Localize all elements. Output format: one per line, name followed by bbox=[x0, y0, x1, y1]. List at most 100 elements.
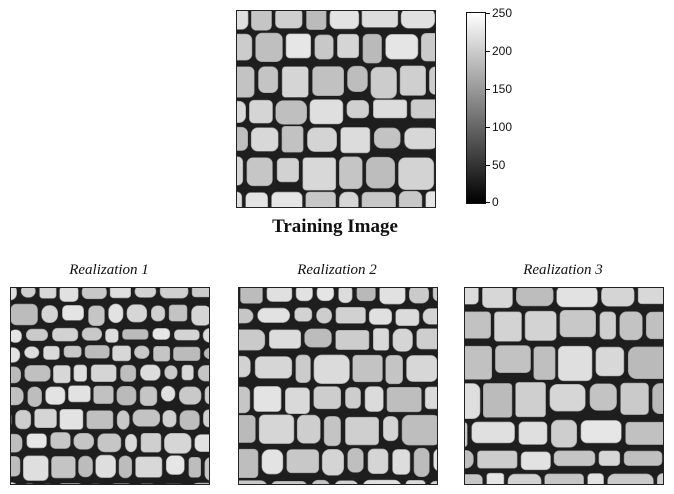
colorbar-tick-label: 0 bbox=[492, 195, 499, 209]
stone-texture-cell bbox=[356, 288, 376, 302]
realization-3-image bbox=[464, 287, 664, 485]
stone-texture-cell bbox=[239, 448, 259, 479]
stone-texture-cell bbox=[285, 33, 312, 59]
stone-texture-cell bbox=[589, 383, 617, 411]
stone-texture-cell bbox=[372, 328, 390, 351]
stone-texture-cell bbox=[549, 383, 586, 412]
stone-texture-cell bbox=[553, 450, 596, 467]
stone-texture-cell bbox=[656, 473, 663, 484]
stone-texture-cell bbox=[482, 288, 513, 309]
stone-texture-cell bbox=[385, 34, 419, 60]
stone-texture-cell bbox=[398, 190, 423, 207]
stone-texture-cell bbox=[429, 66, 435, 95]
stone-texture-cell bbox=[316, 288, 335, 302]
stone-texture-cell bbox=[52, 327, 79, 342]
stone-texture-cell bbox=[162, 410, 177, 428]
stone-texture-cell bbox=[373, 99, 408, 119]
stone-texture-cell bbox=[239, 355, 251, 378]
stone-texture-cell bbox=[266, 288, 293, 302]
stone-texture-cell bbox=[78, 455, 93, 478]
stone-texture-cell bbox=[86, 410, 114, 430]
stone-texture-cell bbox=[335, 307, 366, 324]
stone-texture-cell bbox=[323, 416, 341, 447]
stone-texture-cell bbox=[50, 432, 71, 449]
stone-texture-cell bbox=[179, 386, 202, 405]
stone-texture-cell bbox=[93, 385, 114, 404]
stone-texture-cell bbox=[281, 126, 304, 153]
stone-texture-cell bbox=[173, 346, 201, 361]
colorbar-tick bbox=[485, 165, 490, 166]
stone-texture-cell bbox=[139, 386, 158, 406]
stone-texture-cell bbox=[251, 11, 272, 31]
stone-texture-cell bbox=[257, 307, 291, 323]
stone-texture-cell bbox=[311, 479, 330, 484]
stone-texture-cell bbox=[619, 311, 643, 341]
stone-texture-cell bbox=[515, 382, 546, 418]
stone-texture-cell bbox=[134, 288, 157, 298]
stone-texture-cell bbox=[620, 382, 649, 415]
stone-texture-cell bbox=[363, 479, 401, 484]
stone-texture-cell bbox=[73, 432, 95, 450]
stone-texture-cell bbox=[520, 451, 551, 471]
stone-texture-cell bbox=[11, 482, 17, 484]
stone-texture-cell bbox=[398, 157, 435, 190]
stone-texture-cell bbox=[249, 99, 273, 124]
colorbar-tick bbox=[485, 202, 490, 203]
stone-texture-cell bbox=[27, 386, 42, 407]
stone-texture-cell bbox=[627, 346, 663, 379]
colorbar-tick bbox=[485, 13, 490, 14]
stone-texture-cell bbox=[73, 364, 88, 382]
stone-texture-cell bbox=[90, 364, 117, 382]
stone-texture-cell bbox=[471, 421, 515, 444]
stone-texture-cell bbox=[135, 456, 163, 478]
stone-texture-cell bbox=[483, 383, 513, 418]
stone-texture-cell bbox=[275, 11, 303, 29]
stone-texture-cell bbox=[203, 347, 209, 360]
stone-texture-cell bbox=[306, 11, 327, 30]
colorbar-gradient bbox=[467, 13, 485, 203]
stone-texture-cell bbox=[285, 387, 310, 415]
stone-texture-cell bbox=[140, 364, 161, 381]
colorbar-tick-label: 50 bbox=[492, 158, 506, 172]
stone-texture-cell bbox=[595, 346, 625, 377]
stone-texture-cell bbox=[395, 308, 420, 327]
stone-texture-cell bbox=[53, 365, 71, 384]
stone-texture-cell bbox=[120, 364, 137, 382]
training-image-title: Training Image bbox=[272, 216, 398, 237]
stone-texture-cell bbox=[313, 354, 350, 384]
stone-texture-cell bbox=[181, 364, 194, 381]
stone-texture-cell bbox=[404, 127, 435, 150]
stone-texture-cell bbox=[601, 288, 635, 307]
stone-texture-cell bbox=[124, 433, 138, 453]
stone-texture-cell bbox=[607, 473, 654, 484]
stone-texture-cell bbox=[339, 156, 363, 190]
stone-texture-cell bbox=[486, 472, 505, 484]
stone-texture-cell bbox=[239, 415, 256, 443]
stone-texture-cell bbox=[258, 66, 279, 94]
stone-texture-cell bbox=[379, 288, 406, 305]
stone-texture-cell bbox=[11, 456, 21, 477]
stone-texture-cell bbox=[152, 327, 171, 340]
stone-texture-cell bbox=[367, 448, 389, 475]
stone-texture-cell bbox=[556, 288, 598, 308]
stone-texture-cell bbox=[302, 157, 337, 191]
stone-texture-cell bbox=[239, 329, 266, 351]
stone-texture-cell bbox=[11, 329, 22, 343]
stone-texture-cell bbox=[652, 383, 663, 415]
training-image bbox=[236, 10, 436, 208]
stone-texture-cell bbox=[533, 346, 556, 380]
stone-texture-cell bbox=[544, 473, 584, 484]
stone-texture-cell bbox=[362, 33, 382, 64]
stone-texture-cell bbox=[20, 288, 36, 298]
stone-texture-cell bbox=[202, 328, 209, 343]
stone-texture-cell bbox=[399, 65, 426, 96]
stone-texture-cell bbox=[164, 365, 178, 380]
stone-texture-cell bbox=[11, 386, 24, 406]
stone-texture-cell bbox=[116, 410, 130, 430]
stone-texture-cell bbox=[150, 305, 166, 322]
colorbar-tick-label: 150 bbox=[492, 82, 513, 96]
stone-texture-cell bbox=[43, 345, 60, 360]
stone-texture-cell bbox=[507, 473, 542, 484]
stone-texture-cell bbox=[25, 328, 49, 342]
stone-texture-cell bbox=[465, 474, 483, 484]
